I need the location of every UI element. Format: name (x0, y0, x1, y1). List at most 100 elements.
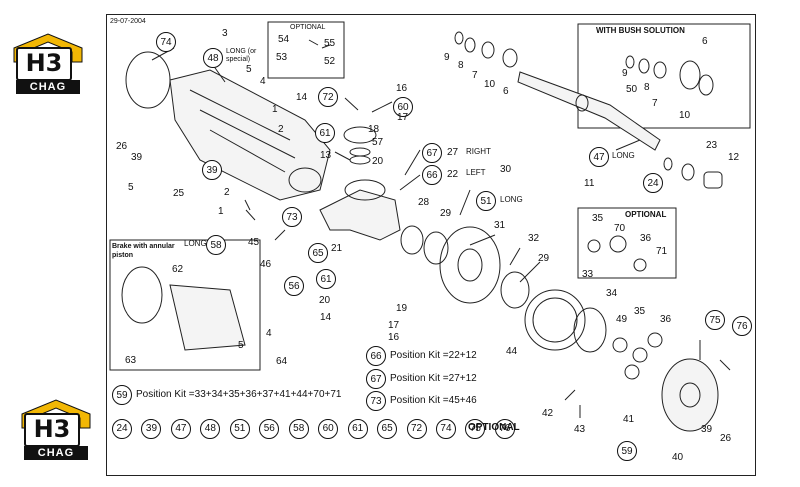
label-1b: 1 (218, 206, 224, 217)
label-5c: 5 (238, 340, 244, 351)
label-54: 54 (278, 34, 290, 45)
label-30: 30 (500, 164, 512, 175)
label-14b: 14 (320, 312, 332, 323)
callout-75[interactable]: 75 (705, 310, 725, 330)
kit-67-badge[interactable]: 67 (366, 369, 386, 389)
label-27: 27 (447, 147, 459, 158)
optional-item[interactable]: 75 (465, 418, 486, 439)
label-8b: 8 (644, 82, 650, 93)
label-29b: 29 (538, 253, 550, 264)
optional-item[interactable]: 47 (170, 418, 191, 439)
label-2a: 2 (278, 124, 284, 135)
label-26b: 26 (720, 433, 732, 444)
label-36b: 36 (660, 314, 672, 325)
label-17b: 17 (388, 320, 400, 331)
label-57: 57 (372, 137, 384, 148)
label-64: 64 (276, 356, 288, 367)
callout-47[interactable]: 47 (589, 147, 609, 167)
callout-48[interactable]: 48 (203, 48, 223, 68)
optional-item[interactable]: 56 (259, 418, 280, 439)
optional-right-panel-title: OPTIONAL (625, 210, 667, 219)
callout-72[interactable]: 72 (318, 87, 338, 107)
callout-61a[interactable]: 61 (315, 123, 335, 143)
label-39c: 39 (701, 424, 713, 435)
label-13: 13 (320, 150, 332, 161)
callout-76[interactable]: 76 (732, 316, 752, 336)
label-21: 21 (331, 243, 343, 254)
label-10a: 10 (484, 79, 496, 90)
label-22: 22 (447, 169, 459, 180)
label-7b: 7 (652, 98, 658, 109)
kit-59-badge[interactable]: 59 (112, 385, 132, 405)
kit-66-text: Position Kit =22+12 (390, 350, 477, 361)
optional-item[interactable]: 60 (318, 418, 339, 439)
callout-65[interactable]: 65 (308, 243, 328, 263)
label-4b: 4 (266, 328, 272, 339)
label-52: 52 (324, 56, 336, 67)
label-29a: 29 (440, 208, 452, 219)
callout-39b[interactable]: 39 (202, 160, 222, 180)
label-16b: 16 (388, 332, 400, 343)
label-71: 71 (656, 246, 668, 257)
label-6b: 6 (702, 36, 708, 47)
callout-60[interactable]: 60 (393, 97, 413, 117)
optional-item[interactable]: 51 (229, 418, 250, 439)
optional-panel-title: OPTIONAL (290, 24, 326, 31)
label-53: 53 (276, 52, 288, 63)
note-left: LEFT (466, 168, 486, 177)
note-long-47: LONG (612, 151, 635, 160)
optional-item[interactable]: 58 (288, 418, 309, 439)
label-55: 55 (324, 38, 336, 49)
optional-item[interactable]: 61 (347, 418, 368, 439)
label-26a: 26 (116, 141, 128, 152)
label-36a: 36 (640, 233, 652, 244)
optional-item[interactable]: 76 (494, 418, 515, 439)
callout-59[interactable]: 59 (617, 441, 637, 461)
callout-51[interactable]: 51 (476, 191, 496, 211)
optional-parts-list: 24 39 47 48 51 56 58 60 61 65 72 74 75 7… (112, 418, 520, 439)
brand-logo-top: H3 CHAG (10, 32, 86, 102)
brand-logo-bottom: H3 CHAG (18, 398, 94, 468)
optional-item[interactable]: 74 (435, 418, 456, 439)
kit-59-text: Position Kit =33+34+35+36+37+41+44+70+71 (136, 389, 342, 400)
optional-item[interactable]: 72 (406, 418, 427, 439)
label-14a: 14 (296, 92, 308, 103)
label-5b: 5 (128, 182, 134, 193)
label-7a: 7 (472, 70, 478, 81)
label-63: 63 (125, 355, 137, 366)
callout-58[interactable]: 58 (206, 235, 226, 255)
note-long-51: LONG (500, 195, 523, 204)
label-35b: 35 (634, 306, 646, 317)
label-62: 62 (172, 264, 184, 275)
label-1a: 1 (272, 104, 278, 115)
callout-74[interactable]: 74 (156, 32, 176, 52)
callout-61b[interactable]: 61 (316, 269, 336, 289)
note-long-special: LONG (or special) (226, 48, 257, 63)
label-18: 18 (368, 124, 380, 135)
label-3: 3 (222, 28, 228, 39)
label-9a: 9 (444, 52, 450, 63)
logo-name: CHAG (16, 80, 80, 94)
optional-item[interactable]: 39 (141, 418, 162, 439)
callout-73[interactable]: 73 (282, 207, 302, 227)
callout-66[interactable]: 66 (422, 165, 442, 185)
optional-item[interactable]: 24 (112, 418, 132, 439)
optional-item[interactable]: 48 (200, 418, 221, 439)
label-70: 70 (614, 223, 626, 234)
label-20a: 20 (372, 156, 384, 167)
kit-66-badge[interactable]: 66 (366, 346, 386, 366)
label-45: 45 (248, 237, 260, 248)
label-25: 25 (173, 188, 185, 199)
label-44: 44 (506, 346, 518, 357)
optional-list-label: OPTIONAL (468, 422, 520, 433)
label-23: 23 (706, 140, 718, 151)
callout-56[interactable]: 56 (284, 276, 304, 296)
callout-67[interactable]: 67 (422, 143, 442, 163)
optional-item[interactable]: 65 (377, 418, 398, 439)
label-12: 12 (728, 152, 740, 163)
callout-24[interactable]: 24 (643, 173, 663, 193)
label-5a: 5 (246, 64, 252, 75)
label-11: 11 (584, 178, 595, 189)
kit-73-badge[interactable]: 73 (366, 391, 386, 411)
